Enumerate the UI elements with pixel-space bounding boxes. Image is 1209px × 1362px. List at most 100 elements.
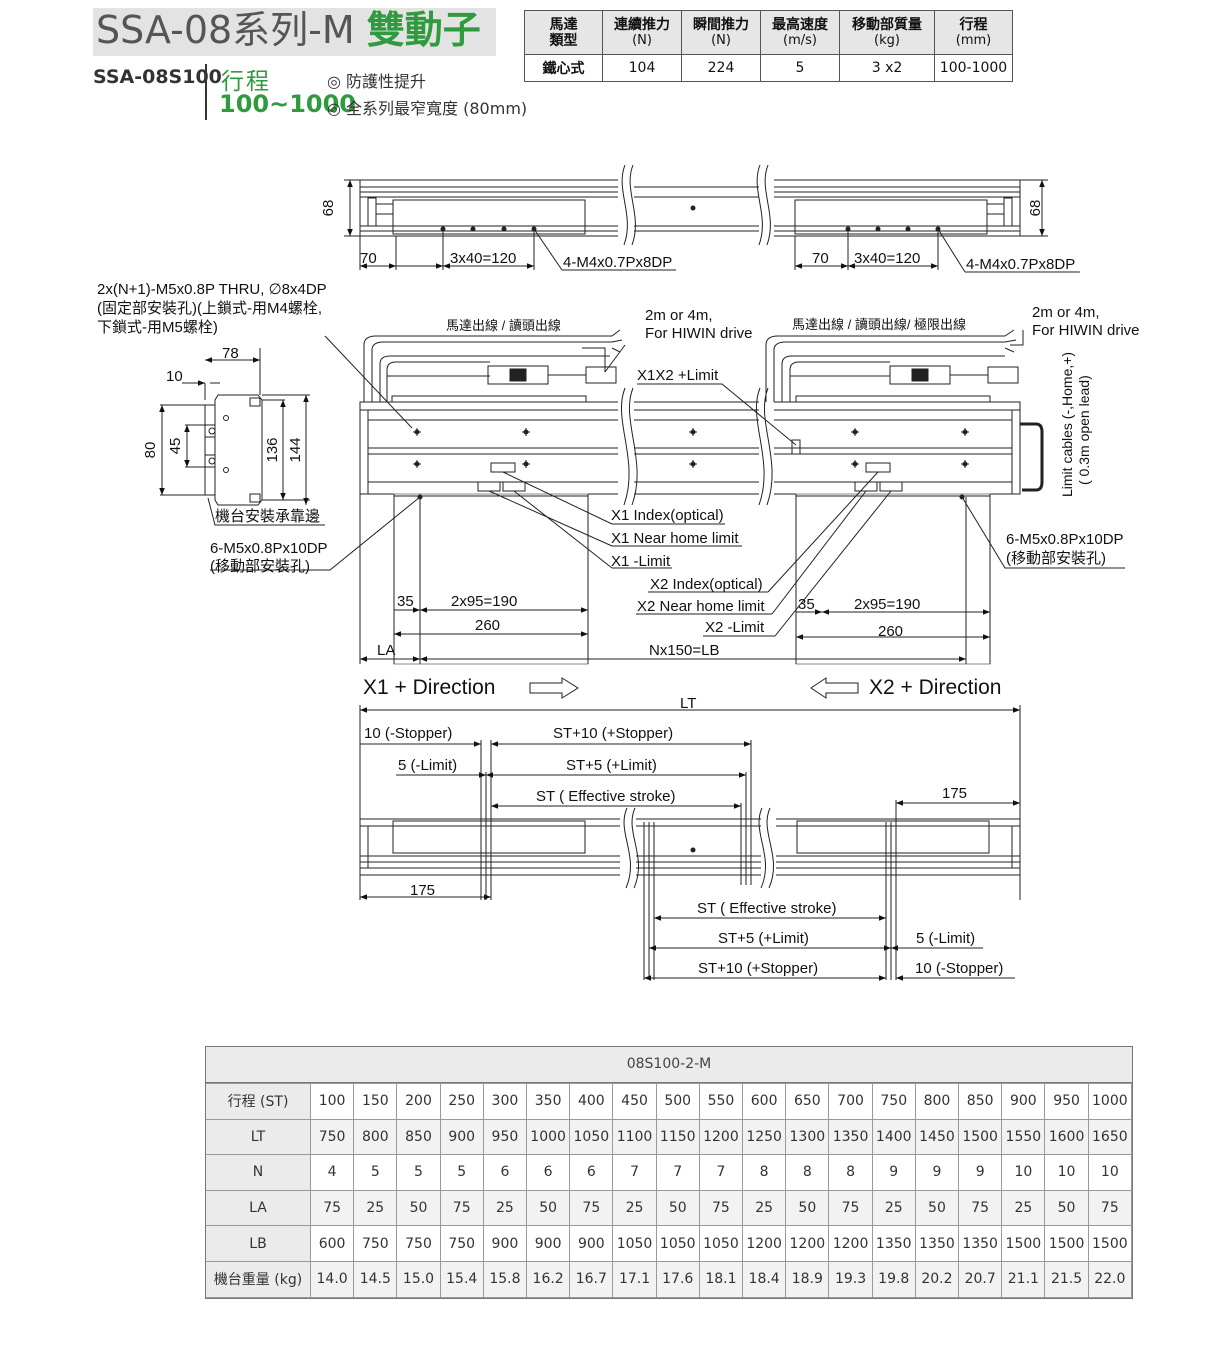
table-cell: 300 bbox=[483, 1083, 528, 1120]
table-cell: 75 bbox=[569, 1189, 614, 1227]
dim-175-right: 175 bbox=[942, 785, 967, 802]
table-cell: 550 bbox=[699, 1083, 744, 1120]
spec-cell-max-speed: 5 bbox=[760, 54, 840, 82]
tap-label-right: 4-M4x0.7Px8DP bbox=[966, 256, 1075, 273]
table-cell: 1400 bbox=[871, 1118, 916, 1156]
table-cell: 9 bbox=[958, 1154, 1003, 1191]
model-number: SSA-08S100 bbox=[93, 66, 222, 88]
table-cell: 17.6 bbox=[655, 1260, 700, 1298]
table-cell: 6 bbox=[569, 1154, 614, 1191]
top-view bbox=[344, 164, 1080, 273]
table-cell: 1050 bbox=[612, 1225, 657, 1262]
dim-68-left: 68 bbox=[320, 200, 337, 217]
table-cell: 850 bbox=[958, 1083, 1003, 1120]
cable-label-right: 馬達出線 / 讀頭出線/ 極限出線 bbox=[792, 317, 966, 332]
table-cell: 1350 bbox=[914, 1225, 960, 1262]
stroke-table-caption: 08S100-2-M bbox=[206, 1047, 1132, 1083]
dim-35-right: 35 bbox=[798, 596, 815, 613]
table-cell: 650 bbox=[785, 1083, 830, 1120]
table-cell: 250 bbox=[440, 1083, 484, 1120]
table-cell: 1200 bbox=[785, 1225, 830, 1262]
row-header: N bbox=[206, 1154, 311, 1191]
row-header: LT bbox=[206, 1118, 311, 1156]
drive-note-right-1: 2m or 4m, bbox=[1032, 304, 1100, 321]
table-cell: 1200 bbox=[698, 1118, 744, 1156]
tap-move-right-1: 6-M5x0.8Px10DP bbox=[1006, 531, 1124, 548]
x1x2-limit-label: X1X2 +Limit bbox=[637, 367, 719, 384]
table-cell: 7 bbox=[655, 1154, 700, 1191]
table-cell: 950 bbox=[482, 1118, 528, 1156]
table-cell: 21.5 bbox=[1044, 1260, 1089, 1298]
dim-la: LA bbox=[377, 642, 395, 659]
dim-78: 78 bbox=[222, 345, 239, 362]
table-cell: 25 bbox=[482, 1189, 528, 1227]
table-cell: 16.7 bbox=[569, 1260, 614, 1298]
table-cell: 1500 bbox=[1001, 1225, 1046, 1262]
stroke-label: 行程 bbox=[221, 69, 271, 95]
table-cell: 50 bbox=[655, 1189, 700, 1227]
spec-header-stroke: 行程(mm) bbox=[934, 10, 1013, 55]
table-cell: 1050 bbox=[655, 1225, 700, 1262]
table-cell: 750 bbox=[396, 1225, 441, 1262]
table-cell: 19.8 bbox=[871, 1260, 916, 1298]
table-cell: 6 bbox=[482, 1154, 528, 1191]
table-cell: 18.4 bbox=[742, 1260, 787, 1298]
table-cell: 17.1 bbox=[612, 1260, 657, 1298]
dim-lt: LT bbox=[680, 695, 696, 712]
table-cell: 600 bbox=[742, 1083, 787, 1120]
table-cell: 10 bbox=[1001, 1154, 1046, 1191]
stopper-neg-top: 10 (-Stopper) bbox=[364, 725, 452, 742]
dim-35-left: 35 bbox=[397, 593, 414, 610]
table-cell: 7 bbox=[698, 1154, 744, 1191]
limit-cables-label-2: ( 0.3m open lead) bbox=[1076, 375, 1092, 485]
limit-pos-bottom: ST+5 (+Limit) bbox=[718, 930, 809, 947]
limit-neg-top: 5 (-Limit) bbox=[398, 757, 457, 774]
technical-drawing: 68 68 70 3x40=120 4-M4x0.7Px8DP 70 3x40=… bbox=[97, 164, 1140, 981]
table-cell: 900 bbox=[482, 1225, 528, 1262]
table-cell: 75 bbox=[698, 1189, 744, 1227]
feature-width: ◎ 全系列最窄寬度 (80mm) bbox=[327, 99, 528, 118]
spec-cell-moving-mass: 3 x2 bbox=[839, 54, 935, 82]
dim-3x40-right: 3x40=120 bbox=[854, 250, 920, 267]
table-cell: 600 bbox=[309, 1225, 355, 1262]
table-cell: 20.7 bbox=[958, 1260, 1003, 1298]
x2-home-label: X2 Near home limit bbox=[637, 598, 765, 615]
table-cell: 1450 bbox=[914, 1118, 960, 1156]
feature-protection: ◎ 防護性提升 bbox=[327, 72, 427, 91]
spec-cell-type: 鐵心式 bbox=[524, 54, 603, 82]
stroke-range: 100~1000 bbox=[219, 90, 357, 118]
table-cell: 22.0 bbox=[1087, 1260, 1133, 1298]
table-cell: 75 bbox=[1087, 1189, 1133, 1227]
table-cell: 18.1 bbox=[698, 1260, 744, 1298]
table-cell: 900 bbox=[526, 1225, 571, 1262]
spec-header-cont-force: 連續推力(N) bbox=[602, 10, 682, 55]
x1-index-label: X1 Index(optical) bbox=[611, 507, 724, 524]
row-header: 行程 (ST) bbox=[206, 1083, 311, 1120]
row-header: LB bbox=[206, 1225, 311, 1262]
table-cell: 16.2 bbox=[526, 1260, 571, 1298]
spec-header-peak-force: 瞬間推力(N) bbox=[681, 10, 761, 55]
table-cell: 900 bbox=[439, 1118, 484, 1156]
spec-cell-peak-force: 224 bbox=[681, 54, 761, 82]
table-cell: 100 bbox=[310, 1083, 355, 1120]
spec-cell-cont-force: 104 bbox=[602, 54, 682, 82]
dim-70-left: 70 bbox=[360, 250, 377, 267]
eff-stroke-bottom: ST ( Effective stroke) bbox=[697, 900, 837, 917]
table-cell: 19.3 bbox=[828, 1260, 873, 1298]
table-cell: 9 bbox=[871, 1154, 916, 1191]
tap-move-right-2: (移動部安裝孔) bbox=[1006, 550, 1106, 567]
table-cell: 75 bbox=[439, 1189, 484, 1227]
table-cell: 750 bbox=[439, 1225, 484, 1262]
table-cell: 25 bbox=[353, 1189, 398, 1227]
hole-note-line2: (固定部安裝孔)(上鎖式-用M4螺栓, bbox=[97, 300, 322, 317]
table-cell: 50 bbox=[526, 1189, 571, 1227]
table-cell: 1050 bbox=[569, 1118, 614, 1156]
drive-note-right-2: For HIWIN drive bbox=[1032, 322, 1140, 339]
table-cell: 400 bbox=[569, 1083, 614, 1120]
table-cell: 200 bbox=[396, 1083, 441, 1120]
table-cell: 1000 bbox=[1088, 1083, 1133, 1120]
dim-80: 80 bbox=[142, 442, 159, 459]
